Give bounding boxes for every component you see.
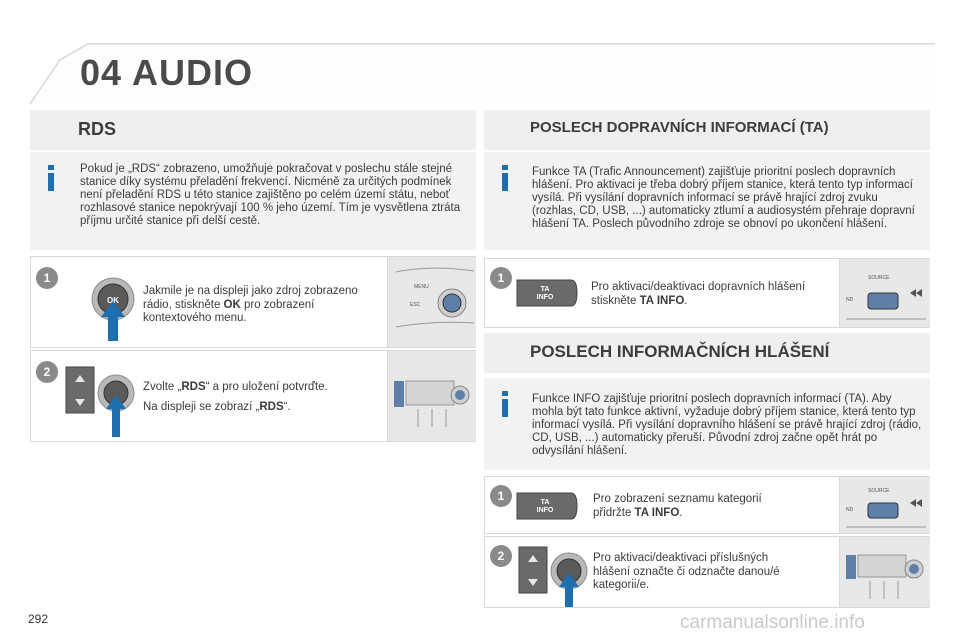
chapter-number: 04 xyxy=(80,52,123,93)
dashboard-thumbnail: SOURCE ND xyxy=(839,259,930,327)
dashboard-thumbnail: SOURCE ND xyxy=(839,477,930,533)
arrow-up-icon xyxy=(528,555,538,562)
info-label: INFO xyxy=(537,507,554,514)
rds-section-bar: RDS xyxy=(30,110,476,150)
ta-info-button-image: TA INFO xyxy=(516,279,578,307)
source-label: SOURCE xyxy=(868,275,890,281)
arrow-up-icon xyxy=(559,573,579,607)
ta-info-text: Funkce TA (Trafic Announcement) zajišťuj… xyxy=(532,166,915,230)
ta-title: POSLECH DOPRAVNÍCH INFORMACÍ (TA) xyxy=(530,119,829,136)
info-icon xyxy=(48,165,54,191)
selector-knob-image xyxy=(65,366,135,437)
ta-label: TA xyxy=(541,499,550,506)
ta-info-panel: Funkce TA (Trafic Announcement) zajišťuj… xyxy=(484,152,930,250)
step-number-badge: 2 xyxy=(36,361,58,383)
step-number-badge: 1 xyxy=(36,267,58,289)
info-icon xyxy=(502,165,508,191)
selector-knob-image xyxy=(518,546,588,607)
rds-info-panel: Pokud je „RDS“ zobrazeno, umožňuje pokra… xyxy=(30,152,476,250)
rds-step2-row: 2 Zvolte „RDS“ a pro uložení potvrďte. N… xyxy=(30,350,476,442)
watermark: carmanualsonline.info xyxy=(680,612,865,633)
rds-info-text: Pokud je „RDS“ zobrazeno, umožňuje pokra… xyxy=(80,163,461,227)
step-number-badge: 2 xyxy=(490,545,512,567)
ok-label: OK xyxy=(107,296,119,305)
nd-label: ND xyxy=(846,297,854,303)
arrow-up-icon xyxy=(106,395,126,437)
arrow-up-icon xyxy=(75,375,85,382)
info-step1-text: Pro zobrazení seznamu kategorií přidržte… xyxy=(593,493,762,519)
step-number-badge: 1 xyxy=(490,485,512,507)
menu-label: MENU xyxy=(414,284,429,290)
info-info-panel: Funkce INFO zajišťuje prioritní poslech … xyxy=(484,378,930,470)
dashboard-thumbnail: MENU ESC xyxy=(387,257,476,347)
esc-label: ESC xyxy=(410,302,421,308)
arrow-up-icon xyxy=(101,301,125,341)
rds-step1-row: 1 OK Jakmile je na displeji jako zdroj z… xyxy=(30,256,476,348)
ta-label: TA xyxy=(541,286,550,293)
arrow-down-icon xyxy=(75,399,85,406)
ta-step1-text: Pro aktivaci/deaktivaci dopravních hláše… xyxy=(591,281,806,307)
ta-section-bar: POSLECH DOPRAVNÍCH INFORMACÍ (TA) xyxy=(484,110,930,150)
info-label: INFO xyxy=(537,294,554,301)
rds-step2-text: Zvolte „RDS“ a pro uložení potvrďte. Na … xyxy=(143,381,328,413)
ta-info-button-image: TA INFO xyxy=(516,492,578,520)
info-step2-row: 2 Pro aktivaci/deaktivaci příslušných hl… xyxy=(484,536,930,608)
ta-step1-row: 1 TA INFO Pro aktivaci/deaktivaci doprav… xyxy=(484,258,930,328)
ok-knob-image: OK xyxy=(91,277,135,341)
info-step1-row: 1 TA INFO Pro zobrazení seznamu kategori… xyxy=(484,476,930,534)
nd-label: ND xyxy=(846,507,854,513)
chapter-title: AUDIO xyxy=(132,52,253,93)
dashboard-thumbnail xyxy=(387,351,476,441)
info-step2-text: Pro aktivaci/deaktivaci příslušných hláš… xyxy=(593,552,780,591)
step-number-badge: 1 xyxy=(490,267,512,289)
rds-title: RDS xyxy=(78,119,117,139)
info-title: POSLECH INFORMAČNÍCH HLÁŠENÍ xyxy=(530,342,830,361)
rds-step1-text: Jakmile je na displeji jako zdroj zobraz… xyxy=(143,285,358,324)
source-label: SOURCE xyxy=(868,488,890,494)
page-number: 292 xyxy=(28,612,49,626)
header-decoration xyxy=(29,43,935,105)
info-info-text: Funkce INFO zajišťuje prioritní poslech … xyxy=(532,393,922,457)
dashboard-thumbnail xyxy=(839,537,930,607)
info-icon xyxy=(502,391,508,417)
arrow-down-icon xyxy=(528,579,538,586)
info-section-bar: POSLECH INFORMAČNÍCH HLÁŠENÍ xyxy=(484,333,930,373)
